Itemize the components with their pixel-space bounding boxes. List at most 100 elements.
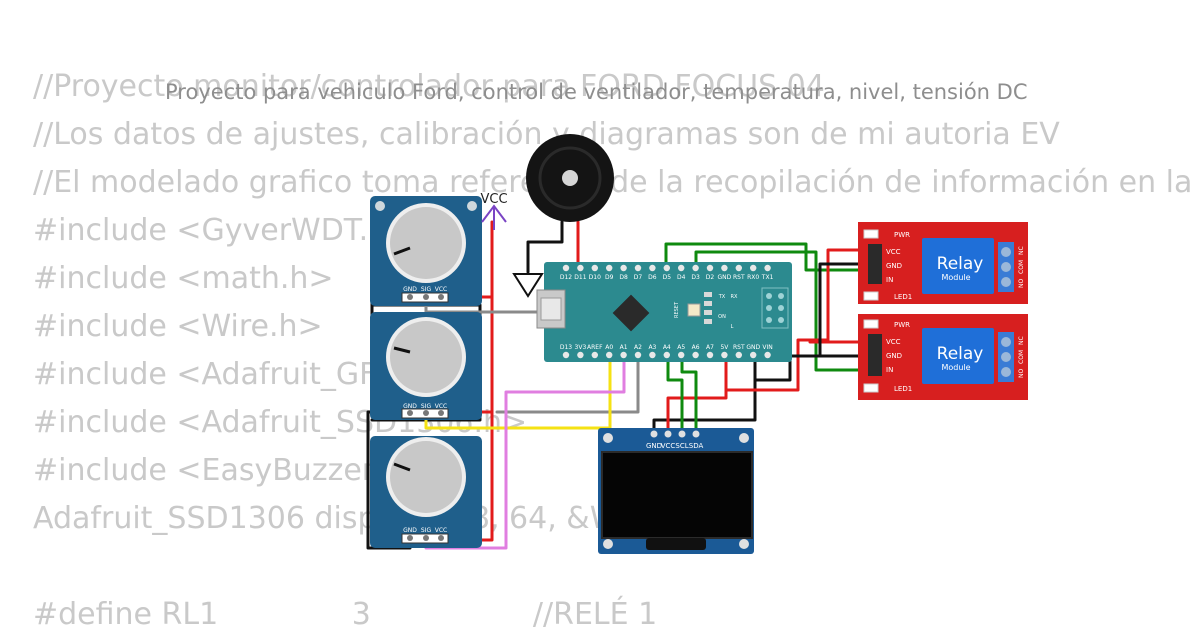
pot-1-pin-gnd bbox=[407, 294, 413, 300]
nano-top-pin-label: D2 bbox=[706, 274, 715, 281]
nano-bottom-pin-label: D13 bbox=[560, 344, 572, 351]
relay-2-subtitle: Module bbox=[941, 363, 970, 372]
relay-2-pin-header bbox=[868, 334, 882, 376]
pot-1-pin-label-gnd: GND bbox=[403, 286, 417, 293]
nano-bottom-pin[interactable] bbox=[678, 351, 685, 359]
nano-bottom-pin-label: 5V bbox=[720, 344, 729, 351]
nano-top-pin[interactable] bbox=[620, 264, 627, 272]
relay-1-out-no: NO bbox=[1018, 279, 1025, 288]
nano-top-pin[interactable] bbox=[577, 264, 584, 272]
pot-3-pin-label-vcc: VCC bbox=[435, 527, 447, 534]
pot-3-pin-vcc bbox=[438, 535, 444, 541]
nano-bottom-pin[interactable] bbox=[706, 351, 714, 359]
nano-top-pin[interactable] bbox=[606, 264, 613, 272]
code-line: #include <math.h> bbox=[33, 261, 334, 296]
reset-label: RESET bbox=[674, 301, 680, 318]
nano-bottom-pin-label: 3V3 bbox=[575, 344, 587, 351]
pot-1-pin-sig bbox=[423, 294, 429, 300]
nano-top-pin[interactable] bbox=[764, 264, 771, 272]
nano-bottom-pin[interactable] bbox=[577, 351, 584, 359]
pot-2-knob bbox=[390, 321, 462, 393]
oled-label-vcc: VCC bbox=[661, 442, 676, 450]
nano-top-pin[interactable] bbox=[692, 264, 699, 272]
code-line: #include <Adafruit_SSD1306.h> bbox=[33, 405, 528, 440]
nano-top-pin[interactable] bbox=[663, 264, 670, 272]
nano-bottom-pin[interactable] bbox=[591, 351, 598, 359]
nano-top-pin[interactable] bbox=[721, 264, 728, 272]
oled-ribbon bbox=[646, 538, 706, 550]
nano-bottom-pin[interactable] bbox=[649, 351, 656, 359]
pot-3-knob-indicator bbox=[393, 462, 411, 472]
pot-1-pin-label-vcc: VCC bbox=[435, 286, 447, 293]
relay-2-block bbox=[922, 328, 994, 384]
nano-bottom-pin-label: A2 bbox=[634, 344, 642, 351]
nano-top-pin-label: D9 bbox=[605, 274, 614, 281]
relay-module-2[interactable]: PWR LED1 VCC GND IN Relay Module NO COM … bbox=[858, 314, 1028, 400]
pot-3-pin-label-gnd: GND bbox=[403, 527, 417, 534]
oled-display[interactable]: GND VCC SCL SDA bbox=[598, 428, 754, 554]
oled-pin-gnd bbox=[650, 430, 658, 438]
nano-bottom-pin[interactable] bbox=[692, 351, 699, 359]
wire-oled-scl bbox=[666, 353, 684, 436]
pot-3-pin-gnd bbox=[407, 535, 413, 541]
relay-1-pin-header bbox=[868, 244, 882, 284]
led-label-rx: RX bbox=[731, 294, 738, 300]
relay-1-title: Relay bbox=[937, 254, 984, 274]
relay-2-label-gnd: GND bbox=[886, 352, 902, 360]
oled-hole-br bbox=[739, 539, 749, 549]
relay-1-out-com: COM bbox=[1018, 260, 1025, 274]
nano-top-pin-label: D10 bbox=[589, 274, 601, 281]
relay-1-led1 bbox=[863, 291, 879, 301]
vcc-symbol: VCC bbox=[480, 192, 508, 230]
nano-top-pin[interactable] bbox=[634, 264, 642, 272]
nano-top-pin[interactable] bbox=[591, 264, 598, 272]
relay-module-1[interactable]: PWR LED1 VCC GND IN Relay Module NO COM … bbox=[858, 222, 1028, 304]
nano-top-pin[interactable] bbox=[562, 264, 570, 272]
nano-top-pin-label: D4 bbox=[677, 274, 686, 281]
relay-2-pwr-label: PWR bbox=[894, 321, 910, 329]
nano-bottom-pin[interactable] bbox=[721, 351, 728, 359]
nano-top-pin[interactable] bbox=[735, 264, 742, 272]
led-label-l: L bbox=[731, 324, 734, 330]
relay-2-pwr-led bbox=[863, 319, 879, 329]
nano-top-pin[interactable] bbox=[649, 264, 656, 272]
pot-2-pin-label-vcc: VCC bbox=[435, 403, 447, 410]
nano-bottom-pin[interactable] bbox=[562, 351, 570, 359]
nano-bottom-pin-label: A0 bbox=[605, 344, 613, 351]
nano-top-pin[interactable] bbox=[706, 264, 714, 272]
relay-2-led1 bbox=[863, 383, 879, 393]
nano-top-pin[interactable] bbox=[678, 264, 685, 272]
nano-top-pin-label: D7 bbox=[634, 274, 643, 281]
relay-1-label-vcc: VCC bbox=[886, 248, 901, 256]
nano-bottom-pin-label: A7 bbox=[706, 344, 714, 351]
potentiometer-2[interactable]: GND SIG VCC bbox=[370, 312, 482, 420]
nano-bottom-pin[interactable] bbox=[735, 351, 742, 359]
relay-2-out-nc: NC bbox=[1018, 336, 1025, 345]
nano-bottom-pin[interactable] bbox=[663, 351, 670, 359]
nano-bottom-pin[interactable] bbox=[750, 351, 757, 359]
oled-screen bbox=[601, 451, 753, 539]
oled-label-scl: SCL bbox=[675, 442, 688, 450]
buzzer[interactable] bbox=[526, 134, 614, 222]
nano-bottom-pin[interactable] bbox=[634, 351, 642, 359]
wire-oled-gnd bbox=[652, 353, 757, 436]
wire-relay1-vcc bbox=[724, 248, 872, 392]
code-line: //Proyecto monitor/controlador para FORD… bbox=[33, 69, 825, 104]
relay-2-label-in: IN bbox=[886, 366, 893, 374]
potentiometer-1[interactable]: GND SIG VCC bbox=[370, 196, 482, 306]
relay-1-led1-label: LED1 bbox=[894, 293, 912, 301]
relay-1-block bbox=[922, 238, 994, 294]
potentiometer-3[interactable]: GND SIG VCC bbox=[370, 436, 482, 548]
nano-bottom-pin[interactable] bbox=[606, 351, 613, 359]
pot-1-knob-indicator bbox=[393, 246, 411, 256]
nano-bottom-pin[interactable] bbox=[620, 351, 627, 359]
nano-top-pin-label: D12 bbox=[560, 274, 572, 281]
relay-1-label-in: IN bbox=[886, 276, 893, 284]
nano-bottom-pin[interactable] bbox=[764, 351, 771, 359]
oled-pin-vcc bbox=[664, 430, 672, 438]
nano-top-pin[interactable] bbox=[750, 264, 757, 272]
